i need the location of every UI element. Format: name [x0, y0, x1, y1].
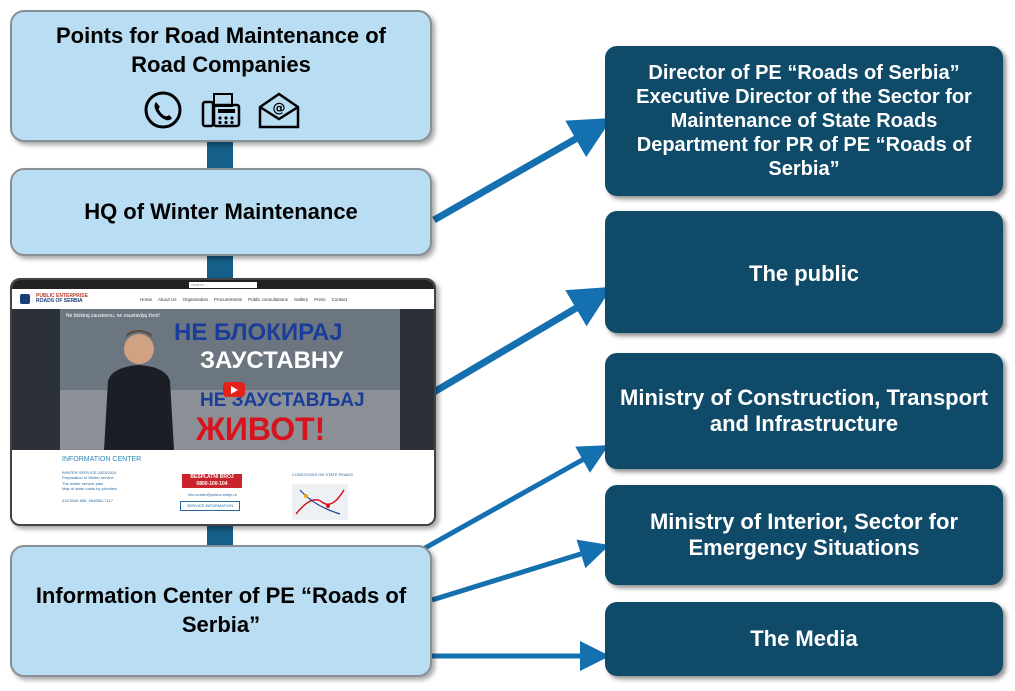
media-box: The Media: [605, 602, 1003, 676]
site-menu-item: Gallery: [293, 296, 309, 302]
hotline-label: BESPLATNI BROJ: [190, 474, 234, 480]
ministry-interior-label: Ministry of Interior, Sector for Emergen…: [649, 508, 959, 560]
site-menu-item: Press: [314, 296, 326, 302]
hero-line-1: НЕ БЛОКИРАЈ: [174, 319, 343, 346]
winter-service-col: WINTER SERVICE 2023/2024 Preparation of …: [62, 470, 162, 503]
info-center-box: Information Center of PE “Roads of Serbi…: [10, 545, 432, 677]
email: info.center@putevi-srbije.rs: [188, 492, 237, 497]
director-label: Director of PE “Roads of Serbia” Executi…: [636, 62, 972, 180]
points-box: Points for Road Maintenance of Road Comp…: [10, 10, 432, 142]
info-center-title: Information Center of PE “Roads of Serbi…: [35, 583, 407, 637]
hero-person-image: [104, 330, 174, 450]
phones: 011/3040-655, 064/881-7117: [62, 497, 114, 503]
site-nav: PUBLIC ENTERPRISE ROADS OF SERBIA Home A…: [12, 289, 434, 309]
contact-icons: @: [141, 90, 301, 130]
connector-points-hq: [207, 140, 233, 170]
site-brand-line2: ROADS OF SERBIA: [36, 298, 83, 304]
public-label: The public: [749, 261, 859, 286]
service-information-button: SERVICE INFORMATION: [180, 501, 240, 511]
site-menu-item: Contact: [331, 296, 348, 302]
youtube-play-icon: [223, 382, 245, 397]
hero-video: Ne blokiraj zaustavnu, ne zaustavljaj ži…: [60, 309, 400, 450]
site-info: INFORMATION CENTER WINTER SERVICE 2023/2…: [12, 450, 434, 524]
winter-link: Preparation of Winter service: [62, 475, 114, 481]
arrow-info-ministry-construction: [423, 445, 609, 551]
website-screenshot: Search ... PUBLIC ENTERPRISE ROADS OF SE…: [10, 278, 436, 526]
connector-hq-website: [207, 255, 233, 281]
winter-service-title: WINTER SERVICE 2023/2024: [62, 470, 117, 475]
hero-line-2: ЗАУСТАВНУ: [200, 347, 344, 374]
winter-link: The winter service plan: [62, 480, 104, 486]
site-brand: PUBLIC ENTERPRISE ROADS OF SERBIA: [36, 292, 106, 305]
site-topbar: Search ...: [12, 280, 434, 289]
site-menu-item: Procurements: [214, 296, 243, 302]
video-title: Ne blokiraj zaustavnu, ne zaustavljaj ži…: [66, 313, 160, 319]
info-title: INFORMATION CENTER: [62, 456, 142, 463]
arrow-info-ministry-interior: [431, 539, 610, 603]
road-map-thumbnail: [292, 484, 348, 520]
hero-line-4: ЖИВОТ!: [196, 411, 326, 447]
site-menu: Home About Us Organisation Procurements …: [140, 297, 347, 302]
site-menu-item: Home: [140, 296, 153, 302]
conditions-title: CONDITIONS ON STATE ROADS: [292, 472, 353, 477]
site-search: Search ...: [189, 281, 257, 288]
email-icon: @: [258, 92, 300, 128]
winter-link: Map of state roads by priorities: [62, 486, 117, 492]
hq-box: HQ of Winter Maintenance: [10, 168, 432, 256]
site-menu-item: About Us: [158, 296, 177, 302]
phone-icon: [144, 91, 182, 129]
points-title: Points for Road Maintenance of Road Comp…: [55, 23, 387, 77]
fax-icon: [201, 92, 241, 127]
svg-text:@: @: [273, 101, 286, 116]
arrow-hq-director: [432, 118, 613, 224]
arrow-website-public: [432, 286, 613, 396]
site-hero: Ne blokiraj zaustavnu, ne zaustavljaj ži…: [12, 309, 434, 450]
ministry-interior-box: Ministry of Interior, Sector for Emergen…: [605, 485, 1003, 585]
ministry-construction-label: Ministry of Construction, Transport and …: [620, 384, 988, 436]
hotline-badge: BESPLATNI BROJ 0800-100-104: [182, 474, 242, 488]
hq-title: HQ of Winter Maintenance: [84, 198, 358, 224]
director-box: Director of PE “Roads of Serbia” Executi…: [605, 46, 1003, 196]
site-menu-item: Organisation: [182, 296, 209, 302]
site-brand-line1: PUBLIC ENTERPRISE: [36, 292, 88, 299]
site-menu-item: Public consultations: [248, 296, 288, 302]
public-box: The public: [605, 211, 1003, 333]
ministry-construction-box: Ministry of Construction, Transport and …: [605, 353, 1003, 469]
hotline-number: 0800-100-104: [196, 481, 228, 487]
media-label: The Media: [750, 625, 858, 651]
site-logo: [20, 294, 30, 304]
